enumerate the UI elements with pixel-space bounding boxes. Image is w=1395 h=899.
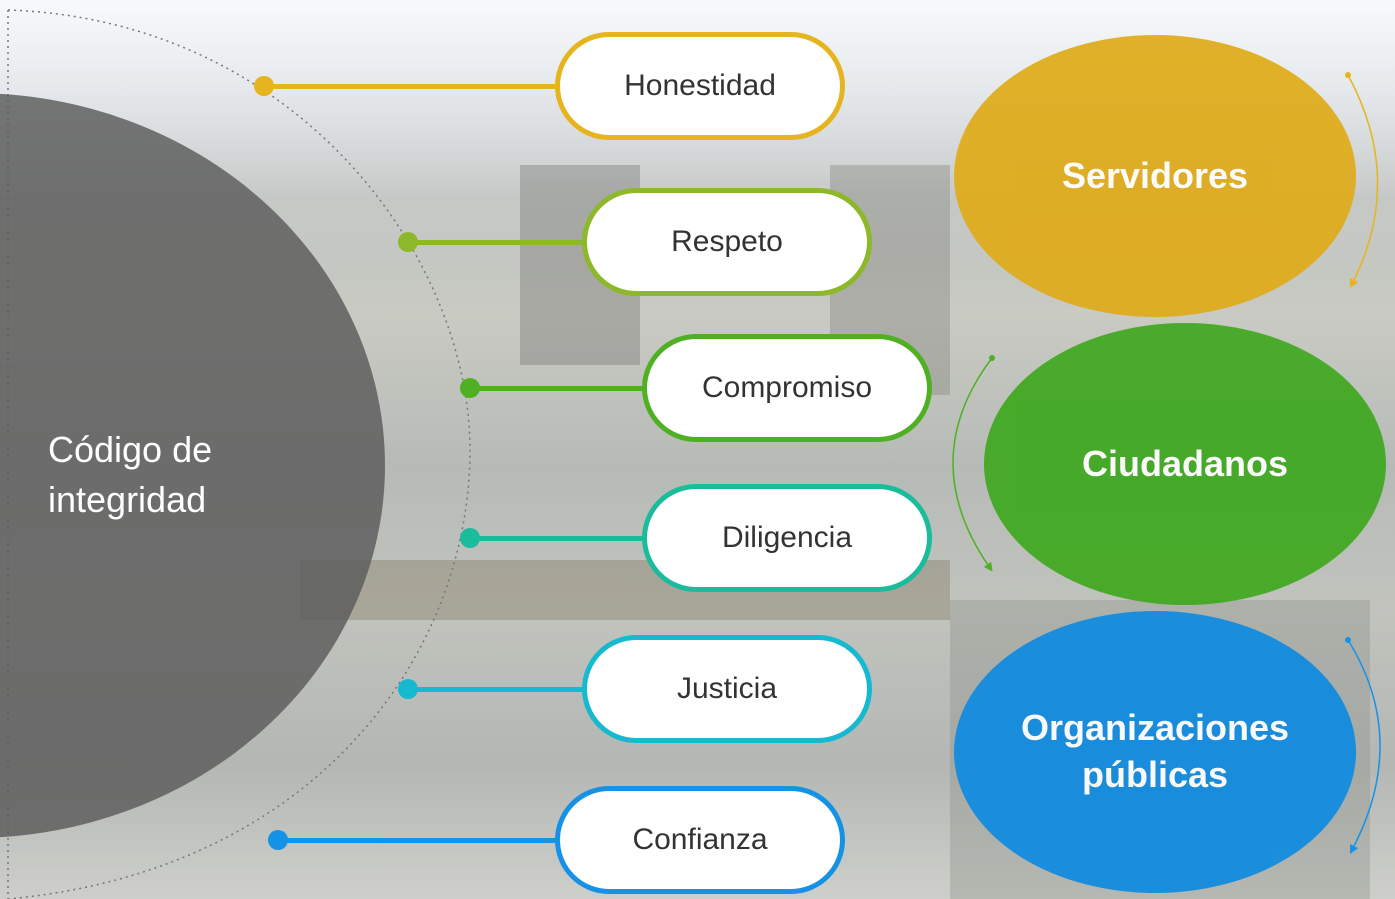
value-label: Confianza bbox=[632, 823, 768, 856]
center-title: Código de integridad bbox=[48, 425, 212, 525]
value-pill-compromiso: Compromiso bbox=[642, 334, 932, 442]
dot-compromiso bbox=[460, 378, 480, 398]
value-label: Justicia bbox=[676, 672, 778, 705]
connector-confianza bbox=[278, 838, 560, 843]
value-pill-justicia: Justicia bbox=[582, 635, 872, 743]
center-title-line-1: Código de bbox=[48, 429, 213, 470]
connector-respeto bbox=[408, 240, 587, 245]
connector-justicia bbox=[408, 687, 587, 692]
connector-diligencia bbox=[470, 536, 647, 541]
value-pill-honestidad: Honestidad bbox=[555, 32, 845, 140]
group-circle-1: Servidores bbox=[954, 35, 1356, 317]
value-label: Respeto bbox=[671, 225, 783, 258]
dot-honestidad bbox=[254, 76, 274, 96]
group-circle-3: Organizaciones públicas bbox=[954, 611, 1356, 893]
group-circle-2: Ciudadanos bbox=[984, 323, 1386, 605]
value-pill-respeto: Respeto bbox=[582, 188, 872, 296]
dot-diligencia bbox=[460, 528, 480, 548]
value-label: Compromiso bbox=[701, 371, 873, 404]
group-label: Ciudadanos bbox=[1081, 442, 1288, 484]
connector-compromiso bbox=[470, 386, 647, 391]
value-label: Diligencia bbox=[721, 521, 853, 554]
group-label: Organizaciones públicas bbox=[1020, 707, 1290, 795]
group-label: Servidores bbox=[1061, 154, 1249, 196]
value-pill-diligencia: Diligencia bbox=[642, 484, 932, 592]
center-title-line-2: integridad bbox=[48, 479, 207, 520]
value-pill-confianza: Confianza bbox=[555, 786, 845, 894]
dot-respeto bbox=[398, 232, 418, 252]
value-label: Honestidad bbox=[624, 69, 776, 102]
dot-confianza bbox=[268, 830, 288, 850]
dot-justicia bbox=[398, 679, 418, 699]
connector-honestidad bbox=[264, 84, 560, 89]
